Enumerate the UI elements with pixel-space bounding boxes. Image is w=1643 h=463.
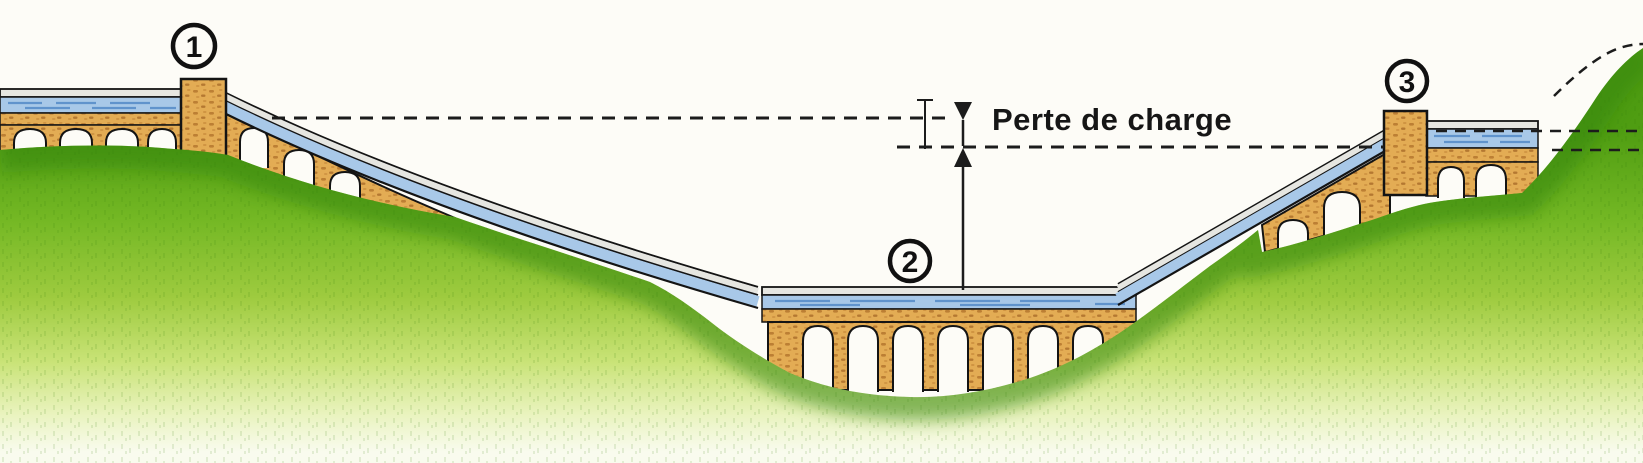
receiving-tank-tower [1382,109,1429,197]
marker-3-circle [1384,58,1430,104]
hill-crest-dashed-outline [1553,42,1643,97]
descending-siphon-pipe [221,91,760,310]
pipe-water [221,101,760,307]
header-tank-tower [179,77,228,161]
head-loss-label: Perte de charge [992,102,1232,137]
marker-1-circle [170,22,218,70]
head-loss-dimension-arrows [954,102,972,290]
arrow-down-icon [954,102,972,120]
arrow-up-icon [954,148,972,167]
water-waves [1434,134,1530,144]
marker-1-header-tank: 1 [170,22,218,70]
marker-1-label: 1 [186,31,203,64]
marker-2-venter-bridge: 2 [887,238,933,284]
marker-2-label: 2 [902,246,919,279]
marker-3-label: 3 [1399,66,1416,99]
water-waves [8,101,176,110]
right-aqueduct-arcade [1425,120,1539,198]
marker-3-receiving-tank: 3 [1384,58,1430,104]
arch-openings [1437,163,1507,198]
marker-2-circle [887,238,933,284]
pipe-water [1115,135,1395,304]
head-loss-annotation: Perte de charge [272,99,1643,290]
water-channel [0,96,183,114]
